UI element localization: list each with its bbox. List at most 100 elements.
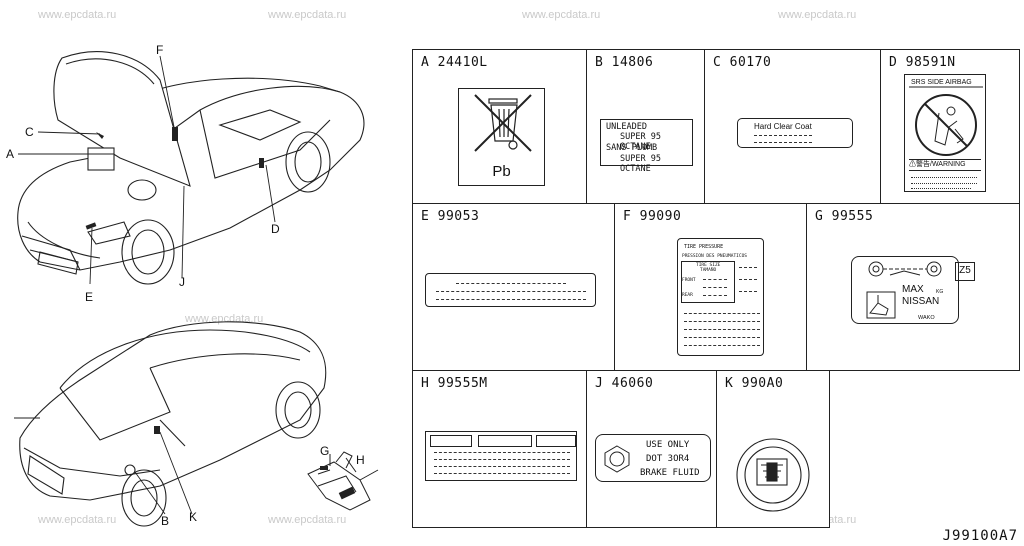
- dash-line: [703, 279, 727, 280]
- label-f-plate: TIRE PRESSURE PRESSION DES PNEUMATICOS T…: [677, 238, 764, 356]
- dash-line: [434, 473, 570, 474]
- label-b-line: SUPER 95 OCTANE: [620, 154, 661, 174]
- label-j-line: DOT 3OR4: [646, 454, 690, 464]
- dash-line: [754, 142, 812, 143]
- dash-line: [739, 279, 757, 280]
- label-f-row2: REAR: [682, 293, 693, 298]
- label-f-col2: TAMAÑO: [700, 268, 717, 273]
- label-a-text: Pb: [492, 163, 511, 180]
- h-box: [430, 435, 472, 447]
- label-d-plate: SRS SIDE AIRBAG ⚠警告/WARNING: [904, 74, 986, 192]
- label-g-brand: NISSAN: [902, 296, 940, 307]
- label-cell-g: G 99555 MAX KG NISSAN WAKO Z5: [806, 203, 1020, 371]
- watermark: www.epcdata.ru: [522, 9, 601, 21]
- car-front-view-illustration: [14, 51, 379, 527]
- dash-line: [739, 291, 757, 292]
- watermark: www.epcdata.ru: [268, 514, 347, 526]
- dash-line: [703, 295, 727, 296]
- no-child-airbag-icon: [909, 86, 983, 156]
- dash-line: [684, 329, 760, 330]
- label-d-warning: ⚠警告/WARNING: [909, 159, 981, 171]
- dash-line: [456, 283, 566, 284]
- callout-h: H: [356, 453, 365, 467]
- label-h-plate: [425, 431, 577, 481]
- label-g-foot: WAKO: [918, 315, 935, 321]
- label-f-sub: PRESSION DES PNEUMATICOS: [682, 254, 748, 259]
- label-b-line: SANS PLOMB: [606, 143, 658, 153]
- label-g-badge: Z5: [955, 262, 975, 281]
- callout-a: A: [6, 147, 15, 161]
- h-box: [536, 435, 576, 447]
- label-j-plate: USE ONLY DOT 3OR4 BRAKE FLUID: [595, 434, 711, 482]
- callout-f: F: [156, 43, 164, 57]
- label-cell-h: H 99555M: [412, 370, 587, 528]
- label-c-text: Hard Clear Coat: [754, 122, 812, 131]
- jack-lift-icon: [866, 291, 896, 319]
- label-g-kg: KG: [936, 289, 944, 295]
- label-b-plate: UNLEADED SUPER 95 OCTANE SANS PLOMB SUPE…: [600, 119, 693, 174]
- label-f-heading: TIRE PRESSURE: [684, 244, 724, 250]
- label-k-title: K 990A0: [725, 376, 784, 391]
- dash-line: [684, 345, 760, 346]
- label-b-title: B 14806: [595, 55, 654, 70]
- callout-d: D: [271, 222, 280, 236]
- dash-line: [703, 287, 727, 288]
- diagram-code: J99100A7: [942, 528, 1018, 544]
- vehicle-top-view-icon: [868, 261, 942, 277]
- round-seal-icon: [736, 438, 810, 512]
- label-cell-k: K 990A0: [716, 370, 830, 528]
- hex-cap-icon: [604, 445, 630, 473]
- dash-line: [739, 267, 757, 268]
- dash-line: [434, 459, 570, 460]
- label-cell-f: F 99090 TIRE PRESSURE PRESSION DES PNEUM…: [614, 203, 807, 371]
- dash-line: [434, 466, 570, 467]
- label-cell-c: C 60170 Hard Clear Coat: [704, 49, 881, 204]
- label-a-title: A 24410L: [421, 55, 488, 70]
- h-box: [478, 435, 532, 447]
- dash-line: [911, 188, 971, 189]
- callout-k: K: [189, 510, 198, 524]
- dash-line: [436, 299, 586, 300]
- label-cell-b: B 14806 UNLEADED SUPER 95 OCTANE SANS PL…: [586, 49, 705, 204]
- callout-g: G: [320, 444, 330, 458]
- label-b-line: UNLEADED: [606, 122, 647, 132]
- callout-e: E: [85, 290, 94, 304]
- label-j-line: BRAKE FLUID: [640, 468, 700, 478]
- label-f-col: TIRE SIZE: [696, 263, 721, 268]
- label-g-title: G 99555: [815, 209, 874, 224]
- label-f-title: F 99090: [623, 209, 682, 224]
- label-cell-d: D 98591N SRS SIDE AIRBAG ⚠警告/WARNING: [880, 49, 1020, 204]
- label-g-max: MAX: [902, 284, 924, 295]
- dash-line: [436, 291, 586, 292]
- label-c-title: C 60170: [713, 55, 772, 70]
- callout-j: J: [179, 275, 185, 289]
- label-j-line: USE ONLY: [646, 440, 690, 450]
- tire-table: [681, 261, 735, 303]
- crossed-bin-icon: [474, 94, 532, 152]
- callout-c: C: [25, 125, 34, 139]
- callout-b: B: [161, 514, 170, 528]
- watermark: www.epcdata.ru: [778, 9, 857, 21]
- dash-line: [911, 177, 977, 178]
- label-e-title: E 99053: [421, 209, 480, 224]
- label-e-plate: [425, 273, 596, 307]
- label-a-plate: Pb: [458, 88, 545, 186]
- label-g-plate: MAX KG NISSAN WAKO: [851, 256, 959, 324]
- label-d-heading: SRS SIDE AIRBAG: [911, 79, 972, 86]
- dash-line: [684, 313, 760, 314]
- dash-line: [754, 135, 812, 136]
- watermark: www.epcdata.ru: [268, 9, 347, 21]
- dash-line: [684, 321, 760, 322]
- label-f-row1: FRONT: [682, 278, 696, 283]
- watermark: www.epcdata.ru: [38, 514, 117, 526]
- label-cell-j: J 46060 USE ONLY DOT 3OR4 BRAKE FLUID: [586, 370, 717, 528]
- label-h-title: H 99555M: [421, 376, 488, 391]
- label-j-title: J 46060: [595, 376, 654, 391]
- dash-line: [684, 337, 760, 338]
- dash-line: [434, 452, 570, 453]
- label-c-plate: Hard Clear Coat: [737, 118, 853, 148]
- dash-line: [911, 183, 977, 184]
- label-d-title: D 98591N: [889, 55, 956, 70]
- label-cell-e: E 99053: [412, 203, 615, 371]
- watermark: www.epcdata.ru: [38, 9, 117, 21]
